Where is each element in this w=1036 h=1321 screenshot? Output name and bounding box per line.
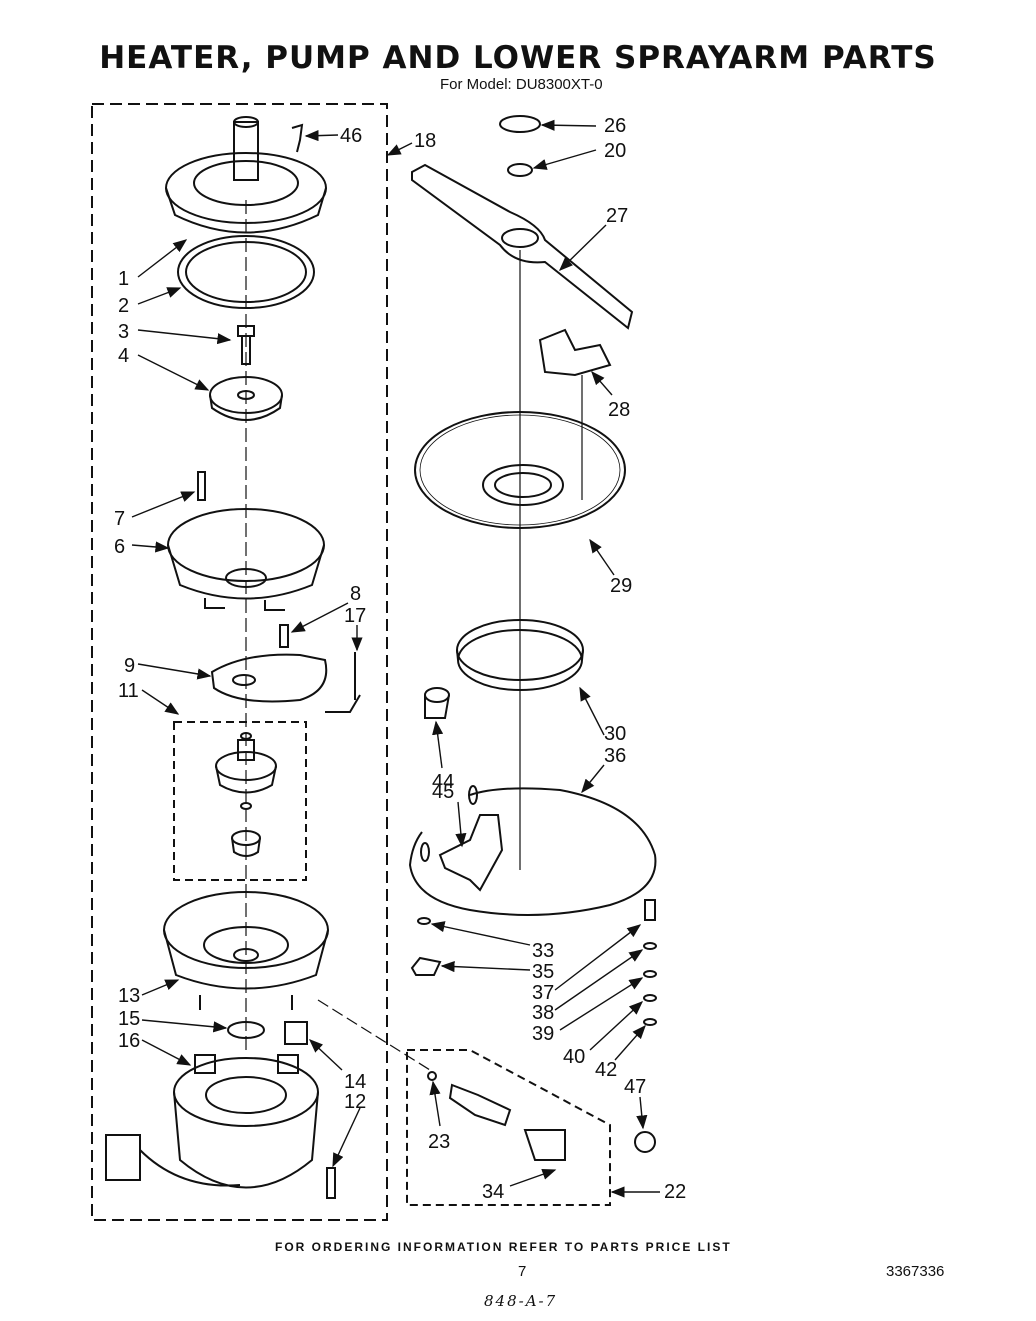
callout-7: 7 [114,508,125,530]
sprayarm-washer-part [507,163,533,177]
callout-1: 1 [118,268,129,290]
hose-clamp-part [634,1131,656,1153]
callout-29: 29 [610,575,632,597]
callout-17: 17 [344,605,366,627]
callout-leaders [131,119,660,1198]
callout-45: 45 [432,781,454,803]
pump-cover-part [165,116,327,234]
brush-block-part [284,1021,308,1045]
callout-2: 2 [118,295,129,317]
filter-ring-part [456,619,584,691]
impeller-subassembly-box [173,721,307,881]
callout-42: 42 [595,1059,617,1081]
callout-20: 20 [604,140,626,162]
callout-11: 11 [118,680,139,702]
page-title: HEATER, PUMP AND LOWER SPRAYARM PARTS [99,40,937,76]
callout-26: 26 [604,115,626,137]
callout-37: 37 [532,982,554,1004]
callout-12: 12 [344,1091,366,1113]
callout-8: 8 [350,583,361,605]
callout-40: 40 [563,1046,585,1068]
thermostat-part [424,687,450,719]
callout-28: 28 [608,399,630,421]
callout-4: 4 [118,345,129,367]
sprayarm-bracket-part [538,328,612,377]
seal-washer-part [227,1021,265,1039]
page-number: 7 [518,1263,527,1280]
callout-44: 44 [432,771,454,793]
plate-part [210,653,328,703]
handwritten-note: 848-A-7 [484,1292,558,1310]
callout-3: 3 [118,321,129,343]
callout-30: 30 [604,723,626,745]
clip-part [291,123,304,153]
callout-14: 14 [344,1071,366,1093]
model-subtitle: For Model: DU8300XT-0 [440,76,603,93]
callout-34: 34 [482,1181,504,1203]
motor-screw-part [326,1167,336,1199]
heater-axis-line [317,999,431,1071]
callout-36: 36 [604,745,626,767]
callout-15: 15 [118,1008,140,1030]
disk-part [209,376,283,421]
callout-16: 16 [118,1030,140,1052]
callout-23: 23 [428,1131,450,1153]
drain-tube-part [325,652,361,713]
lower-sprayarm-part [411,163,634,330]
bolt-part [237,325,255,365]
callout-9: 9 [124,655,135,677]
plate-screw-part [279,624,289,648]
heater-clip-part [410,956,442,976]
callout-18: 18 [414,130,436,152]
callout-22: 22 [664,1181,686,1203]
pump-base-part [163,891,329,1010]
callout-47: 47 [624,1076,646,1098]
filter-screen-part [414,411,626,529]
screw-part [197,471,206,501]
callout-46: 46 [340,125,362,147]
impeller-part [215,732,277,857]
ordering-note: FOR ORDERING INFORMATION REFER TO PARTS … [275,1240,732,1254]
callout-33: 33 [532,940,554,962]
heater-bracket-part [438,814,504,892]
heating-element-part [408,785,657,916]
o-ring-part [177,235,315,309]
callout-27: 27 [606,205,628,227]
callout-6: 6 [114,536,125,558]
callout-38: 38 [532,1002,554,1024]
heater-kit-box [406,1049,611,1206]
terminal-hardware-part [643,899,657,1026]
motor-part [105,1054,319,1189]
heater-nut-part [417,917,431,925]
callout-39: 39 [532,1023,554,1045]
pump-assembly-box [91,103,388,1221]
heater-terminal-kit-part [427,1071,566,1161]
callout-35: 35 [532,961,554,983]
callout-13: 13 [118,985,140,1007]
document-number: 3367336 [886,1263,945,1280]
sprayarm-cap-part [499,115,541,133]
